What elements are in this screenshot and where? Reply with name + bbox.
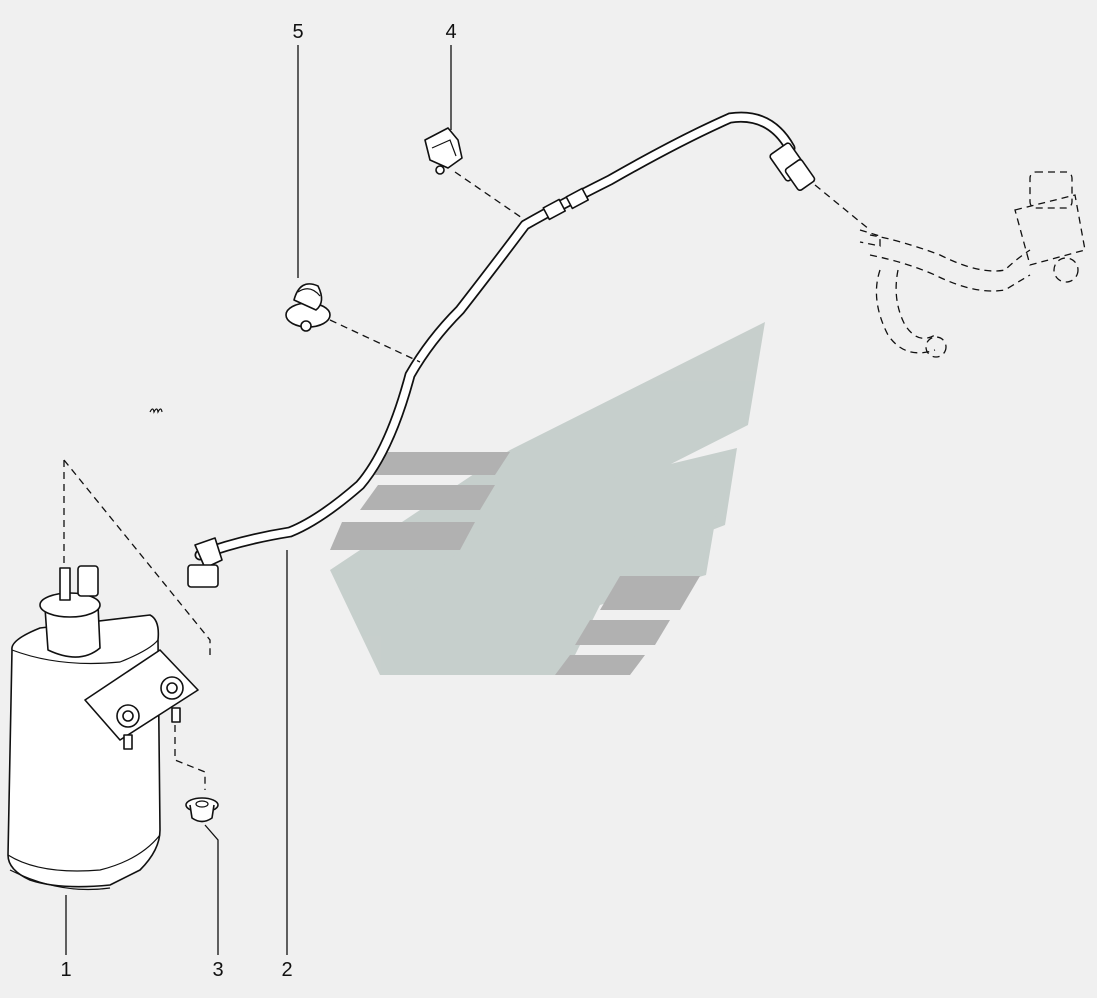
callout-4: 4: [445, 21, 456, 43]
purge-valve-ghost: [859, 171, 1086, 358]
vapor-hose: [187, 111, 816, 588]
clip-5-fit-line: [329, 319, 421, 363]
callout-1: 1: [60, 959, 71, 981]
canister-mount-line: [63, 459, 211, 655]
clip-4: [424, 127, 463, 175]
leader-line-3: [204, 824, 219, 955]
nut-fit-line: [174, 725, 206, 790]
callout-3: 3: [212, 959, 223, 981]
spring-mark: [149, 408, 163, 414]
canister: [7, 565, 199, 891]
clip-4-fit-line: [454, 171, 526, 221]
watermark-logo: [330, 322, 765, 675]
callout-2: 2: [281, 959, 292, 981]
callout-5: 5: [292, 21, 303, 43]
nut: [185, 797, 219, 823]
clip-5: [285, 283, 331, 332]
hose-connector-fit-line: [814, 184, 871, 231]
